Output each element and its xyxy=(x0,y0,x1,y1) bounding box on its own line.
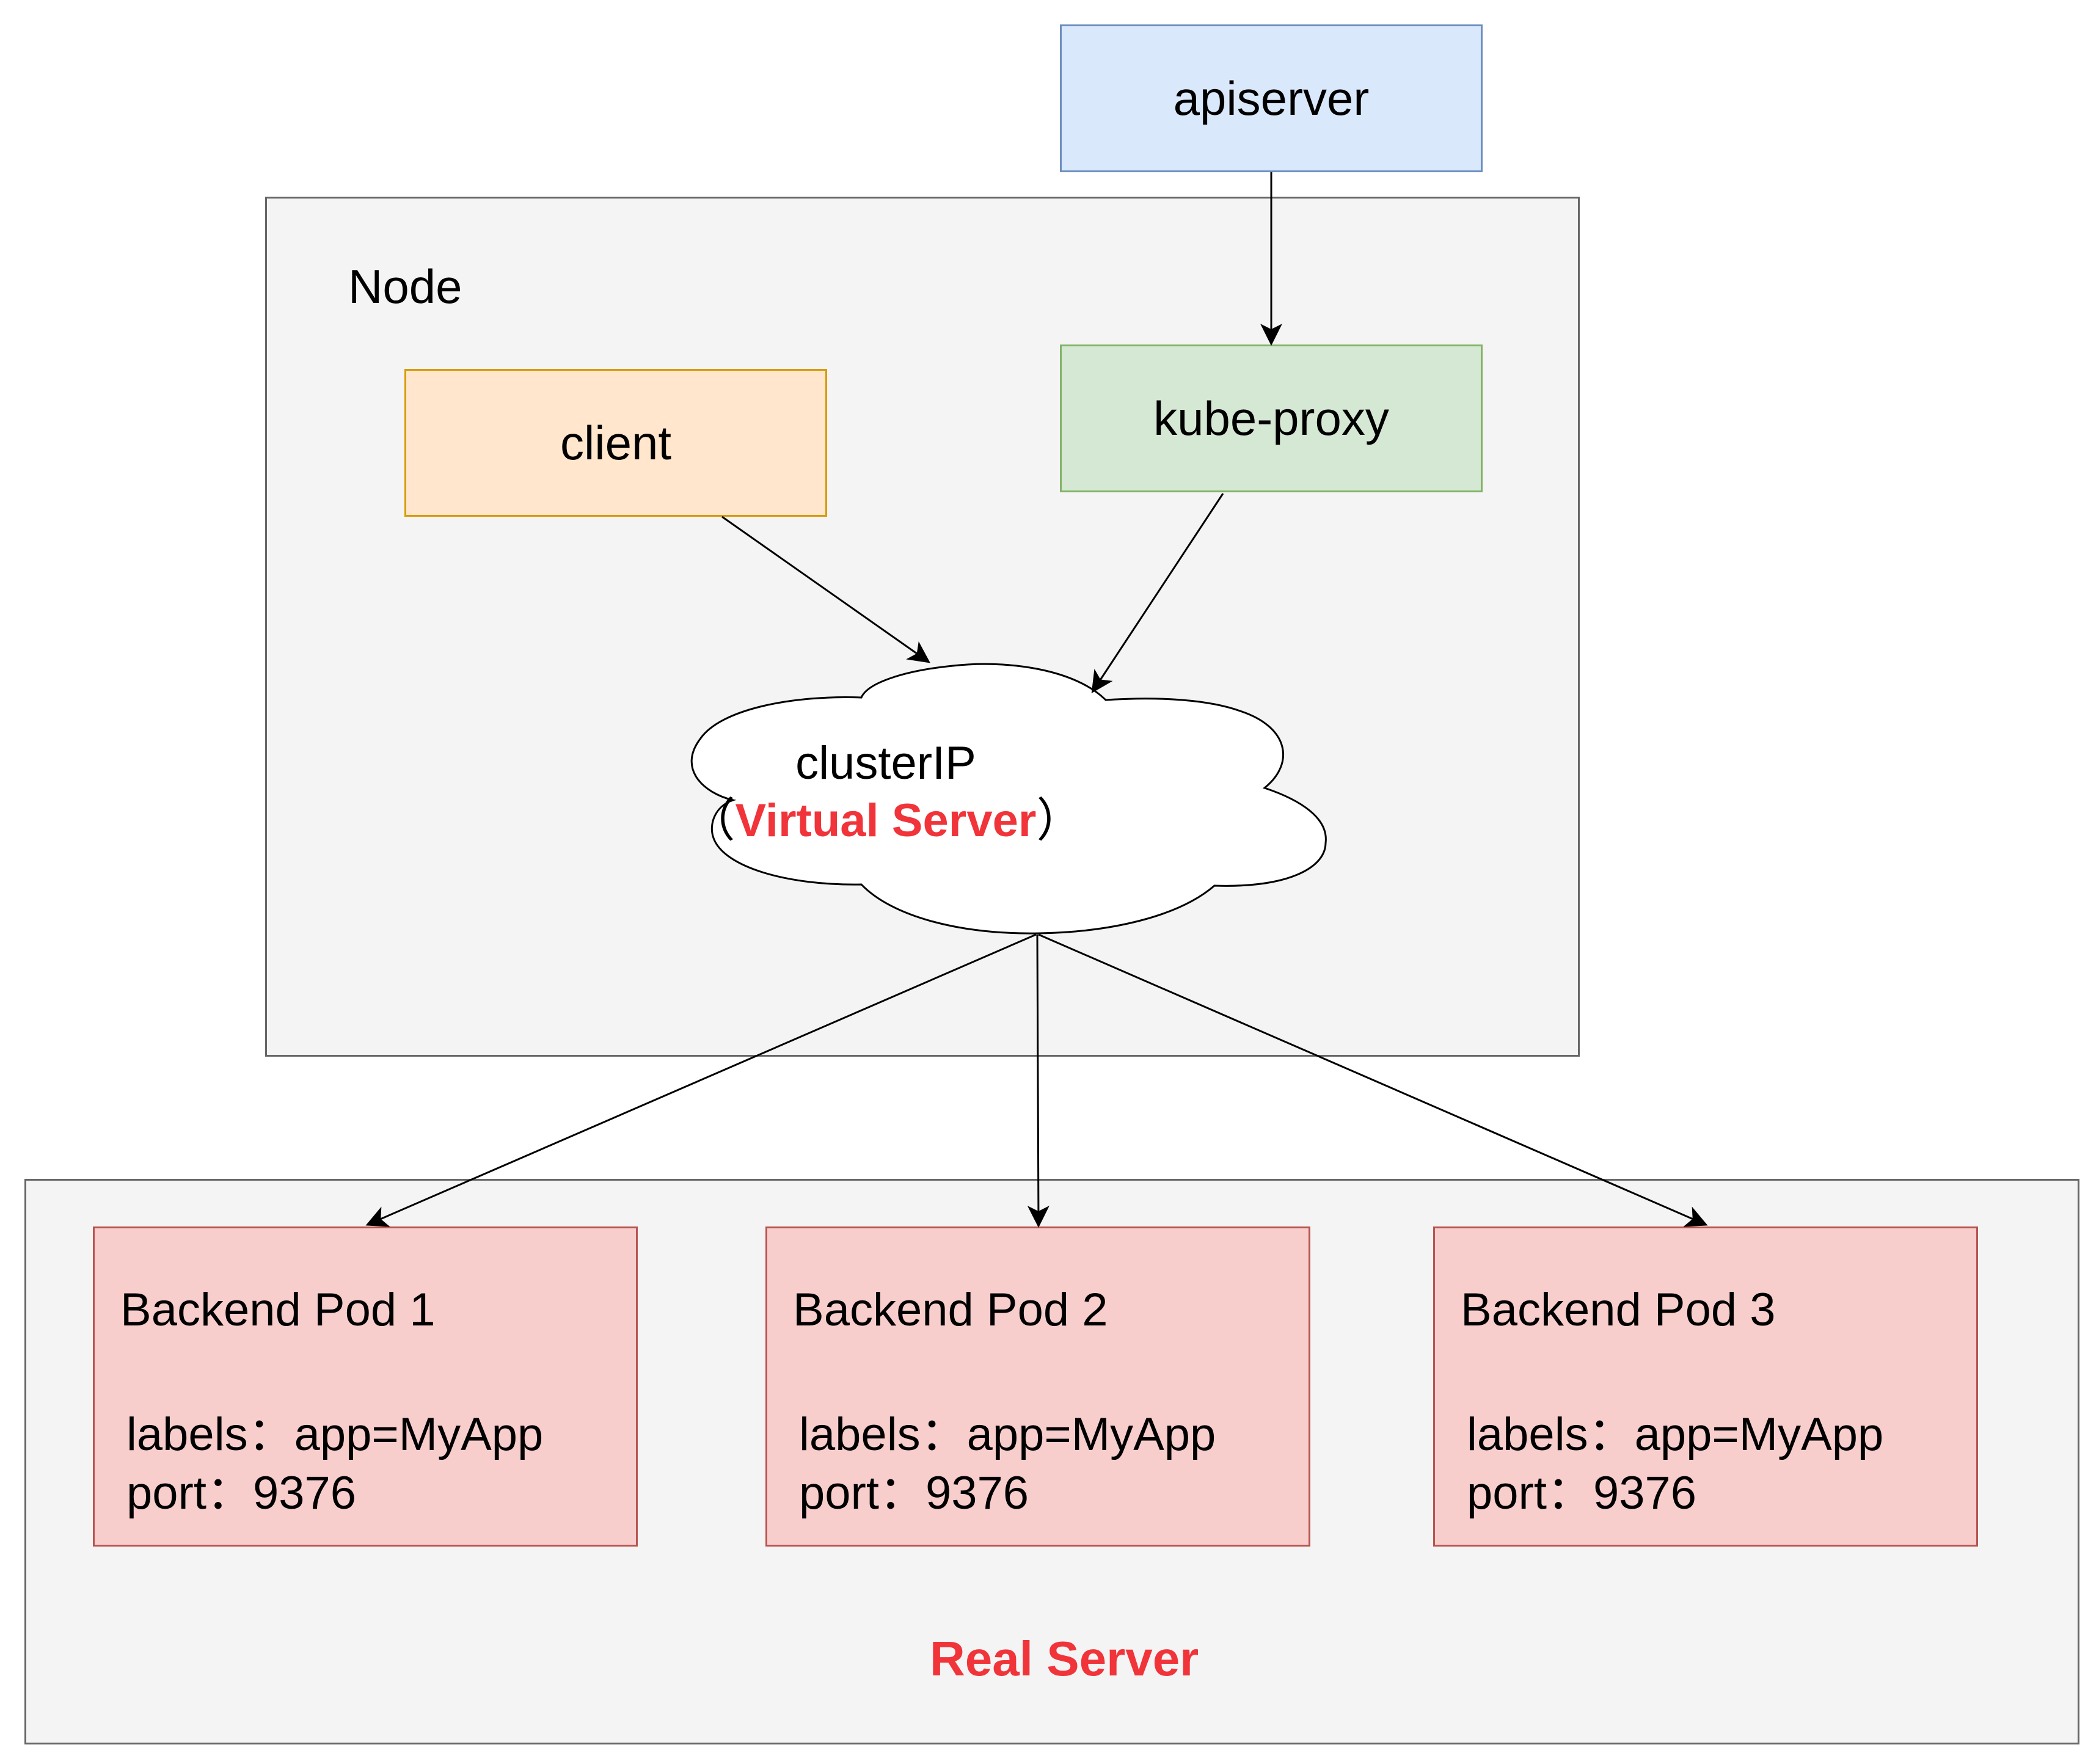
real-server-label: Real Server xyxy=(930,1631,1199,1686)
backend-pod-2: Backend Pod 2 labels：app=MyApp port：9376 xyxy=(765,1226,1310,1547)
pod-title: Backend Pod 1 xyxy=(120,1284,436,1336)
virtual-server-label: Virtual Server xyxy=(735,795,1037,847)
apiserver-box: apiserver xyxy=(1060,24,1483,172)
close-paren: ） xyxy=(1036,795,1083,847)
backend-pod-3: Backend Pod 3 labels：app=MyApp port：9376 xyxy=(1433,1226,1978,1547)
open-paren: （ xyxy=(688,795,736,847)
pod-port: port：9376 xyxy=(1467,1467,1697,1519)
arrow-cluster-ip-to-pod-3 xyxy=(1038,933,1708,1227)
pod-labels: labels：app=MyApp xyxy=(126,1409,544,1460)
pod-labels: labels：app=MyApp xyxy=(1467,1409,1884,1460)
kube-proxy-label: kube-proxy xyxy=(1153,391,1389,445)
kube-proxy-box: kube-proxy xyxy=(1060,344,1483,492)
arrow-kube-proxy-to-cluster-ip xyxy=(1091,493,1224,694)
pod-title: Backend Pod 2 xyxy=(793,1284,1108,1336)
arrow-cluster-ip-to-pod-2 xyxy=(1027,934,1050,1228)
pod-title: Backend Pod 3 xyxy=(1461,1284,1776,1336)
pod-port: port：9376 xyxy=(799,1467,1029,1519)
client-label: client xyxy=(560,415,672,470)
pod-port: port：9376 xyxy=(126,1467,357,1519)
arrow-cluster-ip-to-pod-1 xyxy=(365,933,1037,1227)
apiserver-label: apiserver xyxy=(1173,71,1370,125)
cluster-ip-label: clusterIP xyxy=(795,737,976,789)
client-box: client xyxy=(404,369,827,517)
node-label: Node xyxy=(348,260,462,313)
backend-pod-1: Backend Pod 1 labels：app=MyApp port：9376 xyxy=(93,1226,638,1547)
virtual-server-line: （Virtual Server） xyxy=(684,798,1087,844)
cluster-ip-cloud xyxy=(690,663,1327,935)
pod-labels: labels：app=MyApp xyxy=(799,1409,1216,1460)
arrow-client-to-cluster-ip xyxy=(721,516,930,663)
